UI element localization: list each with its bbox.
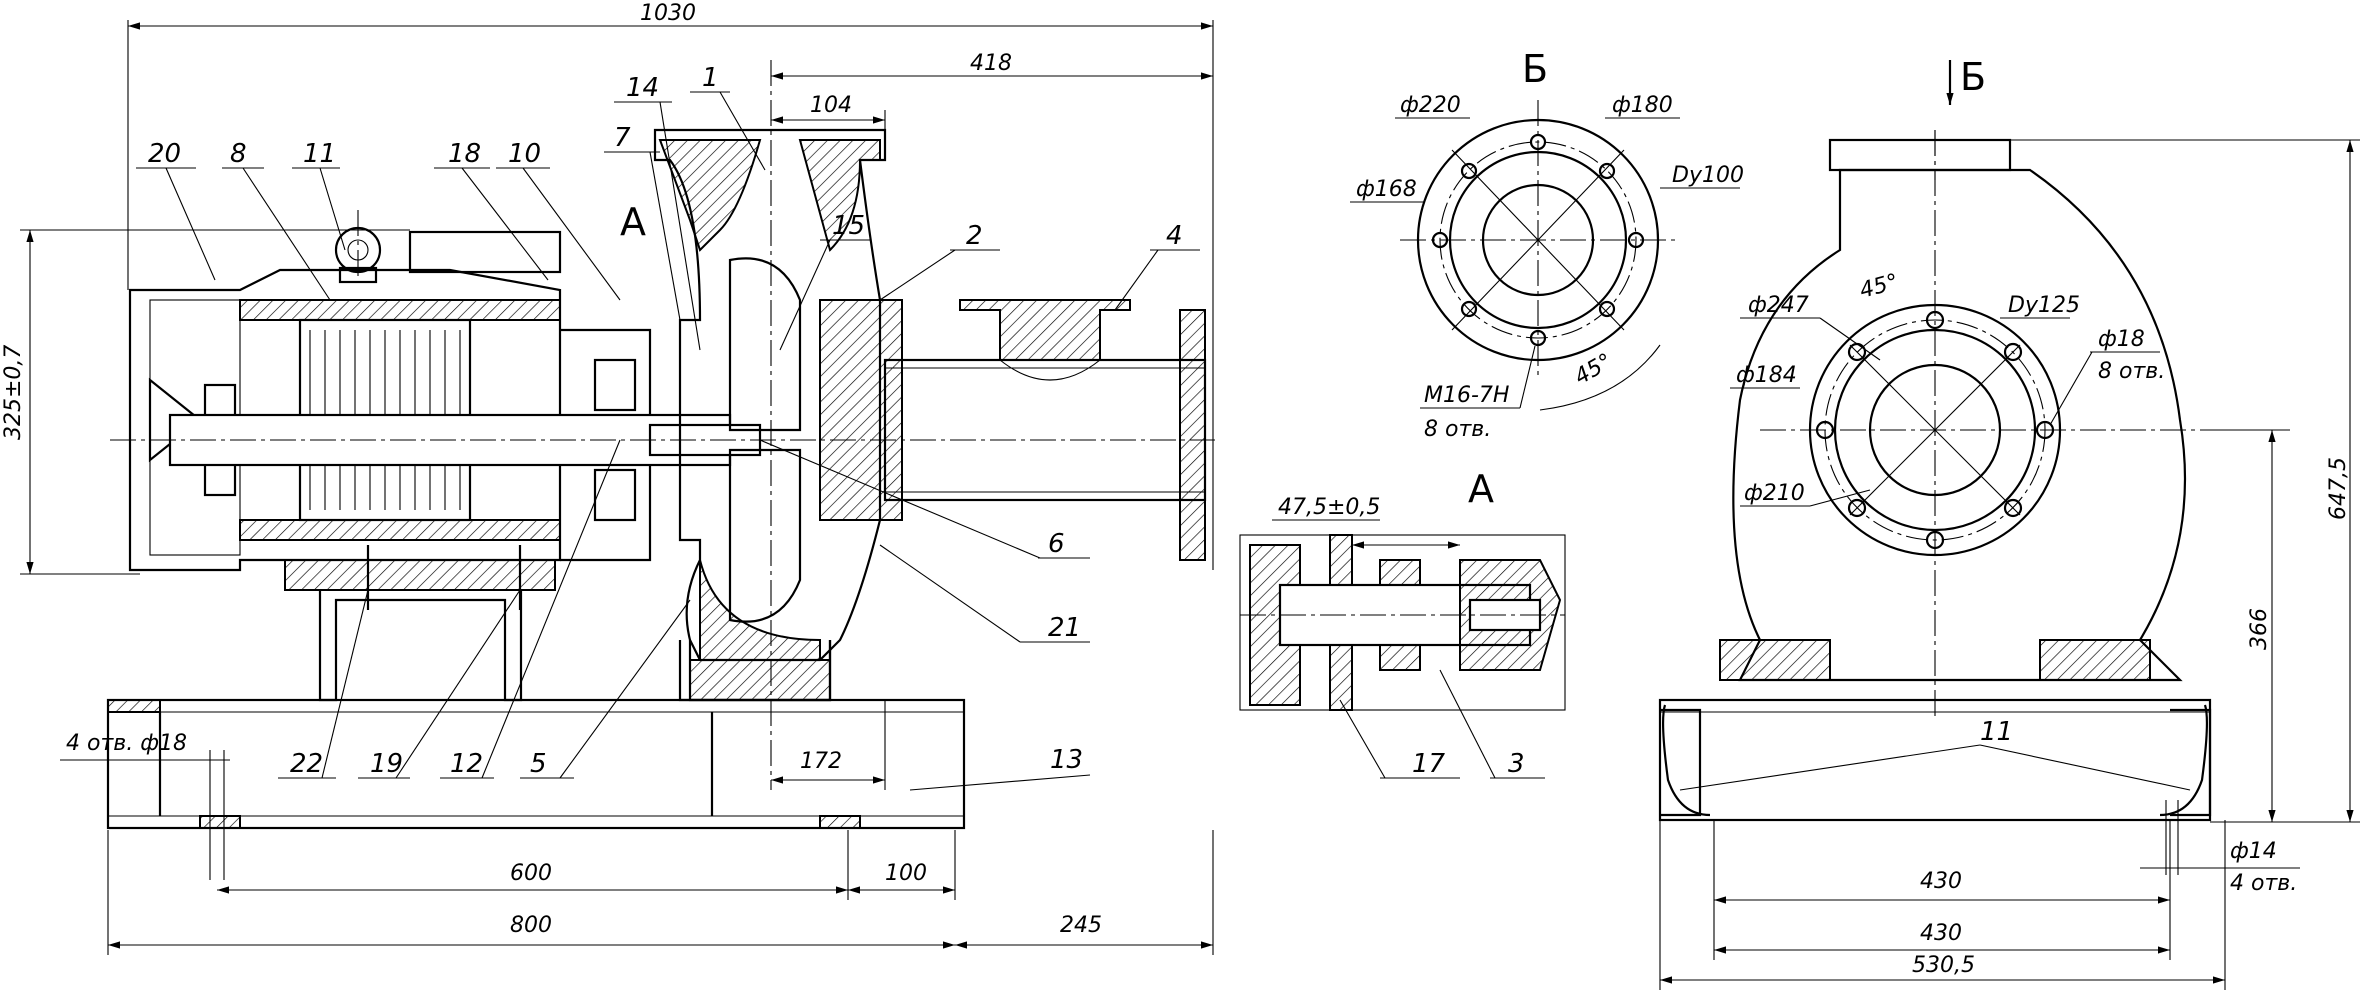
dim-d247: ф247 [1748, 293, 1809, 318]
dim-base-600: 600 [510, 861, 552, 886]
part-label: 22 [290, 749, 323, 779]
inlet-pipe [879, 299, 1207, 561]
dim-axis-height: 325±0,7 [1, 345, 26, 440]
part-label: 20 [148, 139, 181, 169]
flange-view: Б ф220 ф180 ф168 Dy100 M16-7H 8 отв. [1350, 47, 1744, 442]
dim-front-holes: 8 отв. [2098, 359, 2165, 384]
dim-width-530: 530,5 [1912, 953, 1975, 978]
volute [1732, 168, 2187, 682]
terminal-box [408, 230, 562, 274]
part-callouts: 20 8 11 18 10 7 14 1 15 2 4 [136, 63, 1200, 351]
dim-inlet-offset: 104 [810, 93, 852, 118]
detail-a: А 47,5±0,5 17 3 [1239, 467, 1566, 779]
side-view: 1030 418 104 325±0,7 4 отв. ф18 600 100 … [1, 1, 1215, 955]
dim-d14: ф14 [2230, 839, 2277, 864]
dim-base-800: 800 [510, 913, 552, 938]
dim-d220: ф220 [1400, 93, 1461, 118]
base-frame [106, 698, 966, 830]
part-label: 7 [614, 123, 631, 153]
flange-view-title: Б [1522, 47, 1548, 91]
electric-motor [128, 226, 652, 572]
section-mark-a: А [620, 200, 646, 244]
dim-d184: ф184 [1736, 363, 1797, 388]
impeller [728, 257, 802, 432]
dim-thread: M16-7H [1424, 383, 1509, 408]
view-mark-b: Б [1960, 55, 1986, 99]
dim-height-axis: 366 [2247, 608, 2272, 650]
part-label: 5 [530, 749, 547, 779]
dim-holes-4: 4 отв. [2230, 871, 2297, 896]
dim-dy125: Dy125 [2008, 293, 2080, 318]
part-label: 13 [1050, 745, 1083, 775]
part-label: 6 [1048, 529, 1065, 559]
part-label: 14 [626, 73, 659, 103]
part-callouts-lower: 6 21 13 22 19 12 5 [278, 439, 1091, 791]
part-label: 11 [303, 139, 336, 169]
front-base [1658, 698, 2212, 822]
dim-front-angle: 45° [1857, 270, 1901, 304]
part-label: 10 [508, 139, 541, 169]
part-label: 15 [832, 211, 865, 241]
motor-support [284, 545, 556, 702]
dim-d18: ф18 [2098, 327, 2145, 352]
bearing [593, 358, 637, 412]
dim-gap: 47,5±0,5 [1278, 495, 1380, 520]
detail-a-title: А [1468, 467, 1494, 511]
detail-label: 17 [1412, 749, 1446, 779]
inspection-cover [959, 299, 1131, 361]
part-label: 18 [448, 139, 481, 169]
part-label: 4 [1166, 221, 1183, 251]
dim-dy100: Dy100 [1672, 163, 1744, 188]
part-label: 2 [966, 221, 983, 251]
dim-d180: ф180 [1612, 93, 1673, 118]
dim-base-hole: 4 отв. ф18 [66, 731, 187, 756]
part-label: 21 [1048, 613, 1081, 643]
dim-pump-172: 172 [800, 749, 842, 774]
front-part-label: 11 [1980, 717, 2013, 747]
dim-width-430b: 430 [1920, 921, 1962, 946]
dim-base-100: 100 [885, 861, 927, 886]
part-label: 19 [370, 749, 403, 779]
dim-d168: ф168 [1356, 177, 1417, 202]
dim-base-245: 245 [1060, 913, 1102, 938]
dim-right-part: 418 [970, 51, 1012, 76]
part-label: 12 [450, 749, 483, 779]
detail-label: 3 [1508, 749, 1525, 779]
part-label: 1 [702, 63, 719, 93]
front-view: Б ф247 [1658, 55, 2360, 990]
dim-holes: 8 отв. [1424, 417, 1491, 442]
dim-width-430a: 430 [1920, 869, 1962, 894]
pump-casing [653, 128, 887, 702]
part-label: 8 [230, 139, 247, 169]
dim-d210: ф210 [1744, 481, 1805, 506]
dim-angle: 45° [1571, 349, 1617, 390]
dim-height-total: 647,5 [2326, 457, 2351, 520]
dim-total-length: 1030 [640, 1, 696, 26]
